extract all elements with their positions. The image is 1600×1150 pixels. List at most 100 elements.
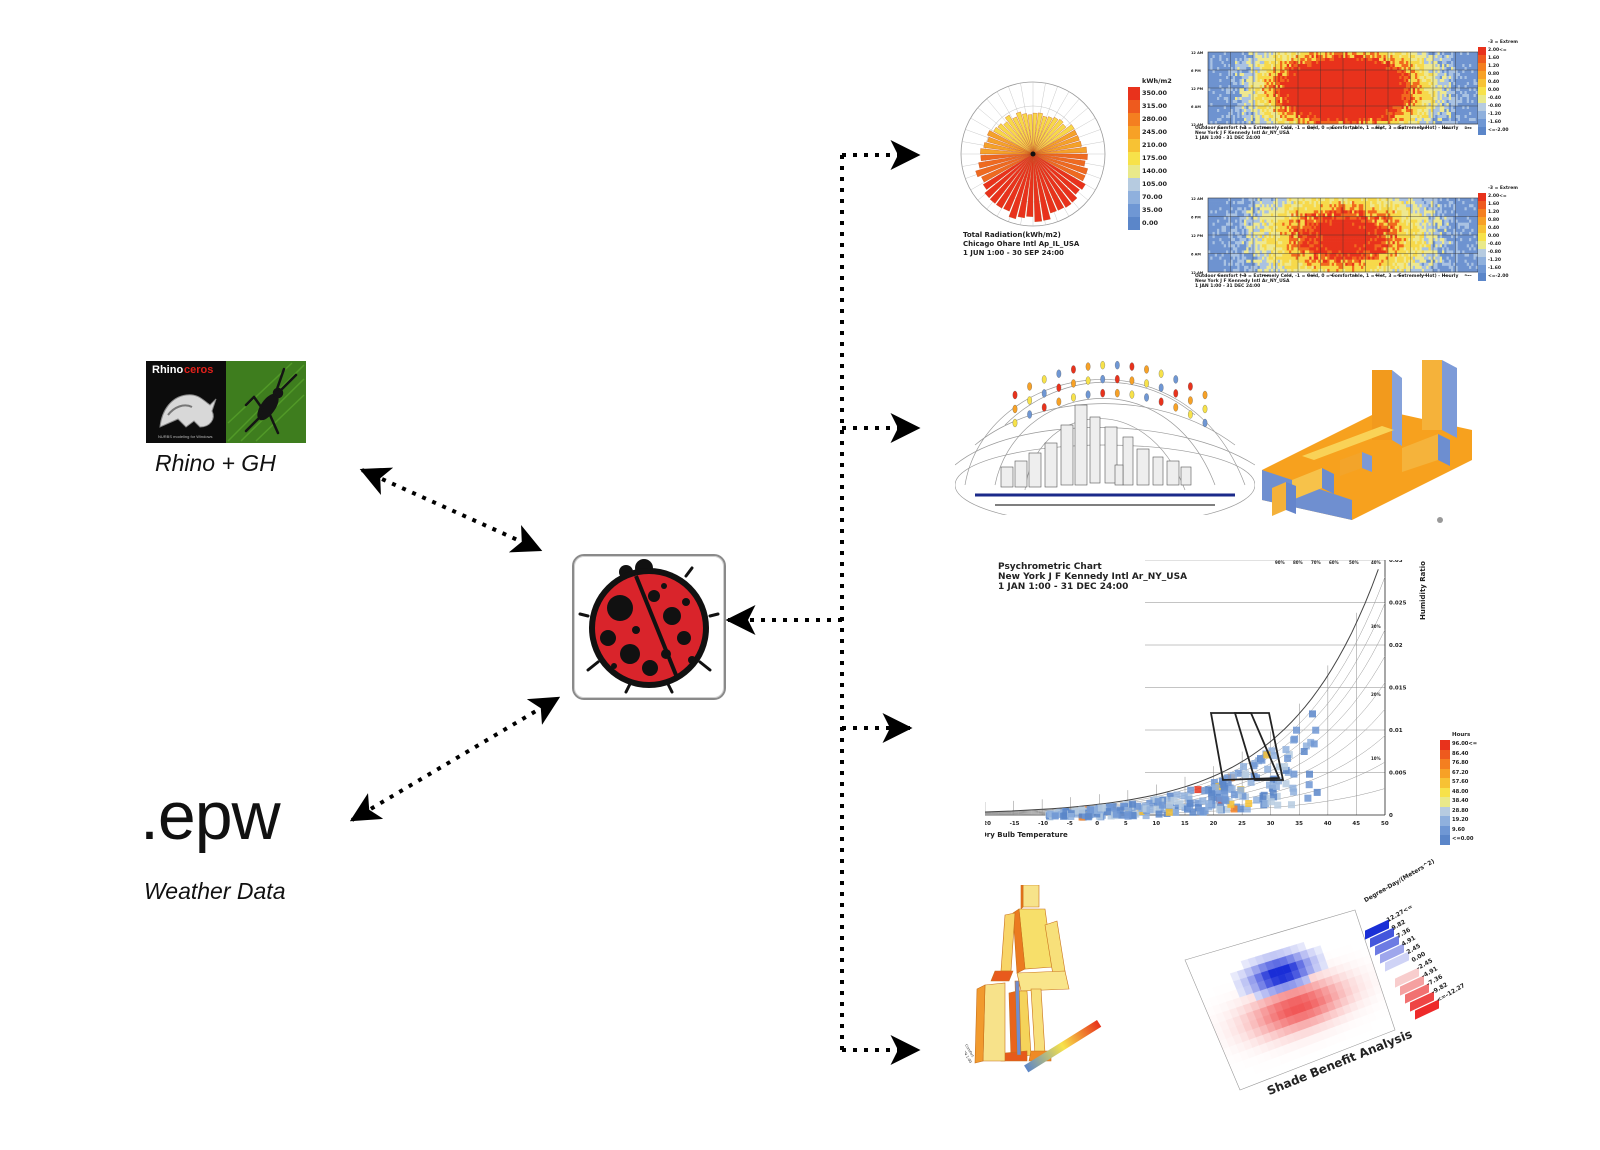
heatmap-cell: [1316, 241, 1319, 245]
heatmap-cell: [1271, 235, 1274, 239]
heatmap-cell: [1300, 241, 1303, 245]
heatmap-cell: [1365, 100, 1369, 104]
heatmap-cell: [1295, 58, 1299, 62]
heatmap-cell: [1210, 216, 1213, 220]
heatmap-cell: [1311, 198, 1315, 202]
heatmap-cell: [1230, 238, 1234, 242]
heatmap-cell: [1266, 55, 1270, 59]
heatmap-cell: [1230, 64, 1234, 68]
heatmap-cell: [1280, 210, 1283, 214]
heatmap-cell: [1320, 262, 1324, 267]
heatmap-cell: [1437, 64, 1441, 68]
heatmap-cell: [1329, 219, 1333, 223]
heatmap-cell: [1374, 97, 1378, 101]
heatmap-cell: [1424, 121, 1427, 125]
heatmap-cell: [1433, 103, 1436, 107]
heatmap-cell: [1340, 73, 1344, 77]
heatmap-cell: [1415, 115, 1418, 119]
heatmap-cell: [1226, 64, 1229, 68]
heatmap-cell: [1304, 210, 1308, 214]
heatmap-cell: [1293, 241, 1297, 245]
heatmap-cell: [1327, 201, 1330, 205]
heatmap-cell: [1442, 79, 1445, 83]
heatmap-cell: [1271, 228, 1274, 233]
heatmap-cell: [1316, 97, 1319, 101]
heatmap-cell: [1268, 250, 1272, 254]
rose-petal: [1032, 153, 1086, 167]
heatmap-cell: [1421, 106, 1425, 110]
heatmap-cell: [1408, 64, 1411, 68]
heatmap-cell: [1466, 61, 1470, 65]
heatmap-cell: [1244, 265, 1247, 270]
heatmap-cell: [1349, 241, 1353, 245]
heatmap-cell: [1313, 61, 1317, 65]
heatmap-cell: [1223, 213, 1227, 217]
heatmap-cell: [1304, 265, 1308, 270]
heatmap-cell: [1248, 207, 1252, 211]
heatmap-cell: [1329, 109, 1333, 113]
heatmap-cell: [1372, 112, 1375, 116]
heatmap-cell: [1223, 94, 1227, 98]
heatmap-cell: [1322, 268, 1326, 273]
heatmap-cell: [1372, 204, 1375, 208]
heatmap-cell: [1284, 91, 1288, 95]
heatmap-cell: [1295, 259, 1299, 264]
heatmap-cell: [1300, 64, 1303, 68]
heatmap-cell: [1241, 238, 1245, 242]
heatmap-cell: [1228, 94, 1231, 98]
heatmap-cell: [1313, 253, 1317, 257]
heatmap-cell: [1448, 112, 1452, 116]
heatmap-cell: [1289, 97, 1292, 101]
heatmap-cell: [1327, 91, 1330, 95]
heatmap-cell: [1343, 91, 1346, 95]
heatmap-cell: [1448, 100, 1452, 104]
heatmap-cell: [1284, 52, 1288, 56]
heatmap-cell: [1334, 259, 1337, 264]
heatmap-cell: [1385, 70, 1389, 74]
heatmap-cell: [1347, 262, 1351, 267]
heatmap-cell: [1334, 115, 1337, 119]
heatmap-cell: [1469, 121, 1472, 125]
heatmap-cell: [1331, 118, 1335, 122]
heatmap-cell: [1372, 61, 1375, 65]
heatmap-cell: [1289, 70, 1292, 74]
heatmap-cell: [1446, 82, 1450, 86]
heatmap-cell: [1273, 238, 1276, 242]
heatmap-cell: [1262, 52, 1265, 56]
heatmap-cell: [1228, 210, 1231, 214]
heatmap-cell: [1286, 97, 1290, 101]
heatmap-cell: [1241, 228, 1245, 233]
heatmap-cell: [1334, 121, 1337, 125]
heatmap-cell: [1259, 201, 1263, 205]
heatmap-cell: [1374, 265, 1378, 270]
heatmap-cell: [1284, 100, 1288, 104]
heatmap-cell: [1239, 115, 1243, 119]
heatmap-cell: [1221, 244, 1225, 248]
heatmap-cell: [1374, 79, 1378, 83]
heatmap-cell: [1372, 238, 1375, 242]
heatmap-cell: [1399, 88, 1402, 92]
heatmap-cell: [1298, 121, 1301, 125]
heatmap-cell: [1374, 259, 1378, 264]
heatmap-cell: [1383, 121, 1387, 125]
heatmap-cell: [1226, 207, 1229, 211]
heatmap-cell: [1383, 115, 1387, 119]
heatmap-cell: [1300, 268, 1303, 273]
heatmap-cell: [1235, 103, 1238, 107]
heatmap-cell: [1437, 112, 1441, 116]
heatmap-cell: [1212, 225, 1216, 230]
heatmap-cell: [1352, 265, 1355, 270]
heatmap-cell: [1271, 207, 1274, 211]
heatmap-cell: [1469, 100, 1472, 104]
heatmap-cell: [1217, 55, 1220, 59]
heatmap-cell: [1248, 238, 1252, 242]
heatmap-cell: [1210, 118, 1213, 122]
heatmap-cell: [1244, 222, 1247, 227]
heatmap-cell: [1228, 76, 1231, 80]
heatmap-cell: [1329, 112, 1333, 116]
heatmap-cell: [1298, 52, 1301, 56]
heatmap-cell: [1462, 103, 1465, 107]
heatmap-x-tick: Aug: [1375, 126, 1383, 130]
heatmap-cell: [1392, 100, 1396, 104]
heatmap-cell: [1379, 97, 1382, 101]
